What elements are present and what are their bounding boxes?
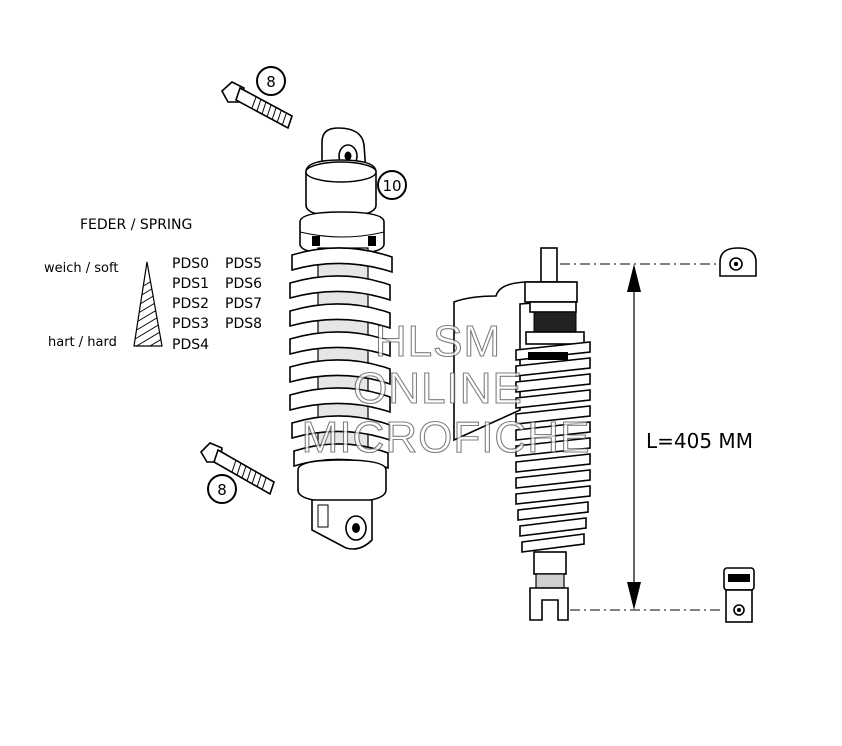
arrow-down-icon — [627, 582, 641, 610]
callout-bolt-top: 8 — [266, 73, 276, 91]
variant-pds1: PDS1 — [172, 276, 209, 292]
callout-shock-absorber: 10 — [382, 177, 401, 195]
hardness-wedge-icon — [133, 261, 163, 347]
watermark: HLSM ONLINE MICROFICHE — [301, 316, 591, 462]
bottom-mount-detail-icon — [723, 567, 755, 623]
watermark-line-1: HLSM — [375, 317, 501, 366]
callout-circle — [256, 66, 286, 96]
variant-pds6: PDS6 — [225, 276, 262, 292]
soft-label: weich / soft — [44, 261, 118, 276]
spring-legend: FEDER / SPRING weich / soft hart / hard … — [44, 217, 262, 353]
bolt-bottom[interactable]: 8 — [199, 442, 275, 504]
callout-bolt-bottom: 8 — [217, 481, 227, 499]
variant-pds5: PDS5 — [225, 256, 262, 272]
callout-circle — [377, 170, 407, 200]
shock-absorber[interactable]: 10 — [289, 127, 407, 550]
variant-pds2: PDS2 — [172, 296, 209, 312]
arrow-up-icon — [627, 264, 641, 292]
watermark-line-2: ONLINE — [353, 364, 523, 413]
hard-label: hart / hard — [48, 335, 117, 350]
watermark-line-3: MICROFICHE — [302, 413, 591, 462]
top-eye-detail-icon — [719, 247, 757, 277]
shock-side-icon — [453, 247, 591, 621]
shock-absorber-side-view: L=405 MM — [453, 247, 757, 623]
variant-pds3: PDS3 — [172, 316, 209, 332]
variant-pds7: PDS7 — [225, 296, 262, 312]
variant-pds0: PDS0 — [172, 256, 209, 272]
bolt-top-icon — [220, 81, 293, 130]
callout-circle — [207, 474, 237, 504]
variant-pds4: PDS4 — [172, 337, 209, 353]
dimension-label: L=405 MM — [646, 429, 753, 453]
bolt-bottom-icon — [199, 442, 275, 496]
bolt-top[interactable]: 8 — [220, 66, 293, 130]
variant-pds8: PDS8 — [225, 316, 262, 332]
dimension-lines — [560, 263, 722, 611]
spring-legend-title: FEDER / SPRING — [80, 217, 192, 233]
shock-absorber-icon — [289, 127, 393, 550]
